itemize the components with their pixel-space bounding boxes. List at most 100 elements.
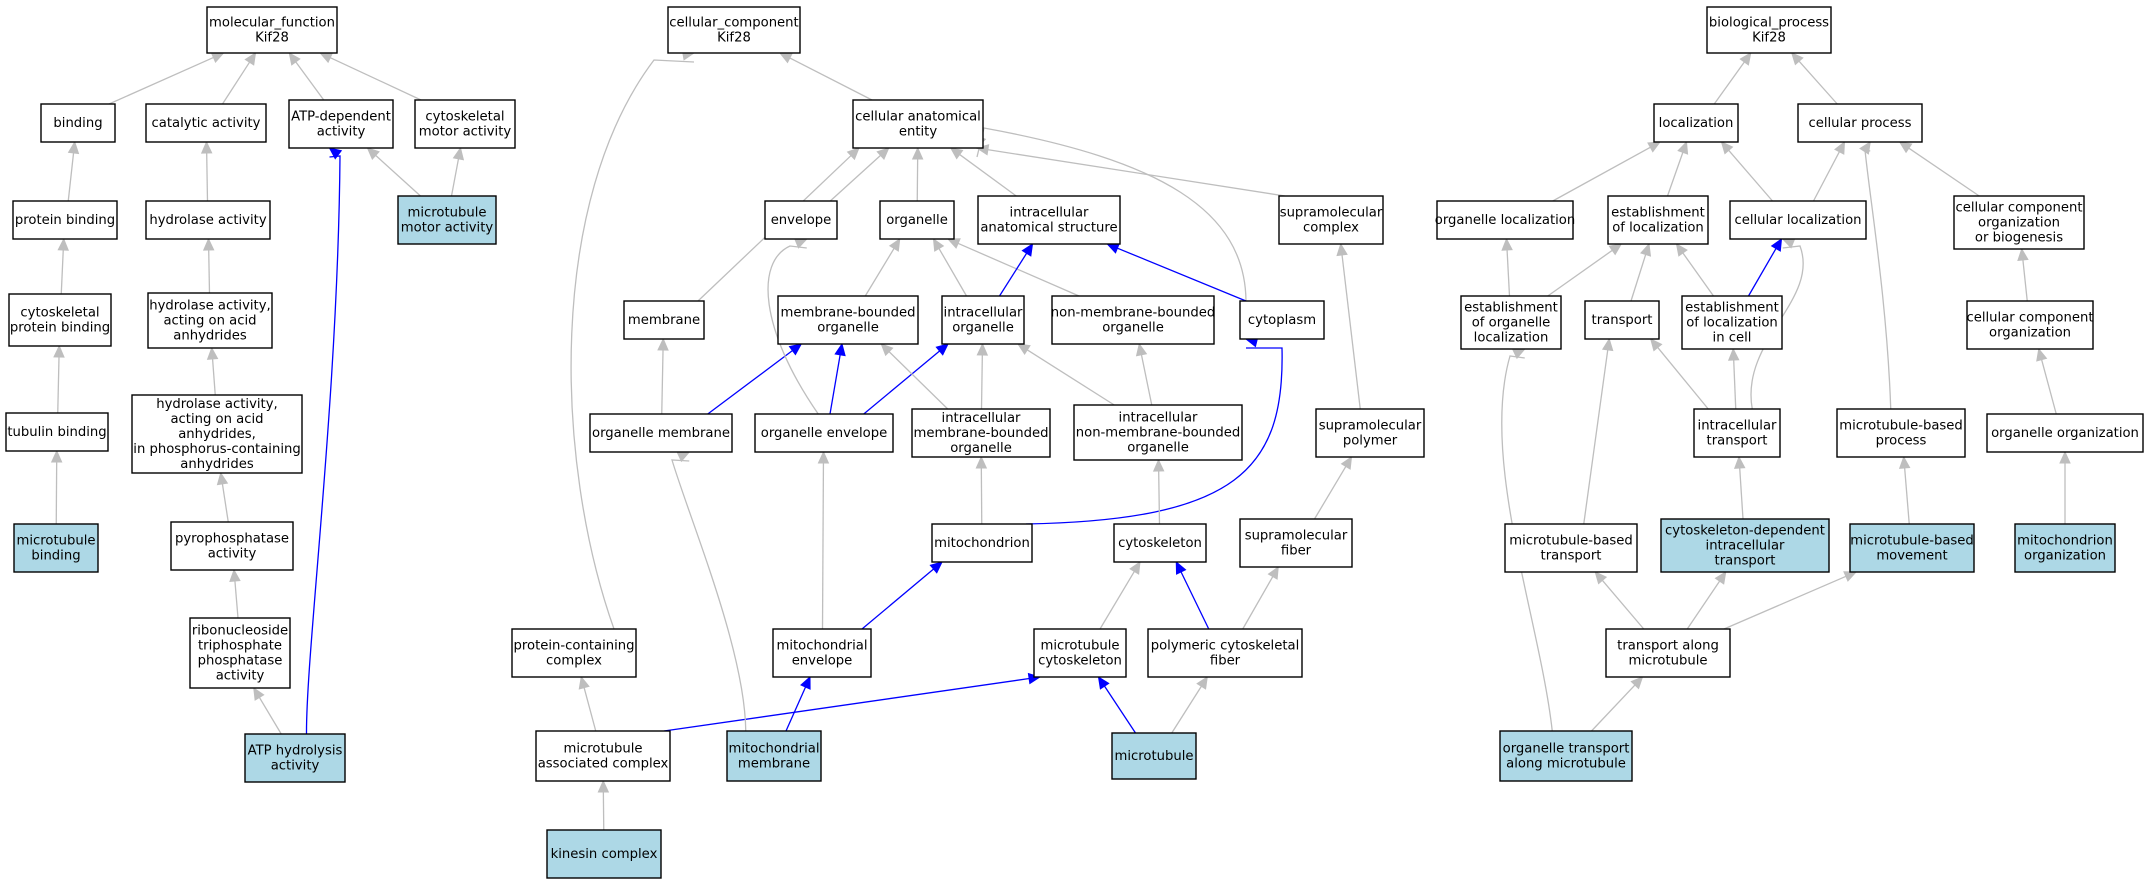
edge-est_loc_cell-to-cell_loc [1749, 239, 1782, 296]
edge-intra_org-to-organelle [934, 239, 967, 296]
go-term-node-org-org[interactable]: organelle organization [1987, 414, 2143, 452]
go-term-node-cytoplasm[interactable]: cytoplasm [1240, 301, 1324, 339]
go-term-node-envelope[interactable]: envelope [765, 201, 837, 239]
go-term-node-hydro-acid[interactable]: hydrolase activity,acting on acidanhydri… [148, 293, 272, 348]
edge-imbo-to-mbo [881, 344, 948, 409]
go-term-node-organelle[interactable]: organelle [880, 201, 954, 239]
go-term-node-rntp[interactable]: ribonucleosidetriphosphatephosphataseact… [190, 618, 290, 688]
edge-cdit-to-intra_transport [1735, 457, 1745, 519]
go-term-node-org-loc[interactable]: organelle localization [1435, 201, 1575, 239]
node-label-line: mitochondrial [777, 639, 868, 654]
go-term-node-cdit[interactable]: cytoskeleton-dependentintracellulartrans… [1661, 519, 1829, 572]
edge-line [258, 696, 281, 734]
go-term-node-hydrolase[interactable]: hydrolase activity [146, 201, 270, 239]
go-term-node-mito[interactable]: mitochondrion [932, 524, 1032, 562]
edge-nmbo-to-organelle [948, 239, 1079, 296]
edge-mt_cyto-to-cytoskeleton [1100, 562, 1140, 629]
arrowhead-icon [1197, 677, 1207, 689]
edge-est_org_loc-to-est_loc [1548, 244, 1622, 296]
edge-line [1724, 576, 1848, 629]
node-label-line: fiber [1281, 544, 1312, 559]
node-label-line: process [1876, 434, 1927, 449]
go-term-node-inmbo[interactable]: intracellularnon-membrane-boundedorganel… [1074, 405, 1242, 460]
node-label-line: membrane-bounded [781, 306, 916, 321]
go-term-node-catalytic[interactable]: catalytic activity [146, 104, 266, 142]
go-term-node-cytoskeleton[interactable]: cytoskeleton [1114, 524, 1206, 562]
edge-line [68, 151, 74, 201]
go-term-node-org-membrane[interactable]: organelle membrane [590, 414, 732, 452]
edge-catalytic-to-mf_root [223, 53, 256, 104]
go-term-node-hydro-phos[interactable]: hydrolase activity,acting on acidanhydri… [132, 395, 302, 473]
node-label-line: polymeric cytoskeletal [1151, 639, 1300, 654]
node-label-line: anatomical structure [980, 221, 1117, 236]
edge-line [1687, 579, 1720, 629]
go-term-node-cell-proc[interactable]: cellular process [1798, 104, 1922, 142]
arrowhead-icon [245, 53, 255, 65]
edge-line [1592, 684, 1637, 731]
go-term-node-membrane[interactable]: membrane [624, 301, 704, 339]
edge-mt_motor-to-cyto_motor [452, 148, 464, 196]
edge-localization-to-bp_root [1714, 53, 1751, 104]
go-term-node-microtubule[interactable]: microtubule [1112, 733, 1196, 779]
go-term-node-transport[interactable]: transport [1585, 301, 1659, 339]
go-term-node-tubulin[interactable]: tubulin binding [6, 413, 108, 451]
arrowhead-icon [1130, 562, 1140, 574]
arrowhead-icon [789, 344, 801, 355]
node-label-line: binding [31, 549, 80, 564]
go-term-node-binding[interactable]: binding [41, 104, 115, 142]
go-term-node-protein-binding[interactable]: protein binding [13, 201, 117, 239]
node-label-line: hydrolase activity [149, 213, 266, 228]
go-term-node-localization[interactable]: localization [1654, 104, 1738, 142]
arrowhead-icon [1107, 244, 1119, 253]
go-term-node-kinesin[interactable]: kinesin complex [547, 830, 661, 878]
edge-mt_binding-to-tubulin [52, 451, 62, 524]
go-term-node-org-env[interactable]: organelle envelope [755, 414, 893, 452]
edge-cell_loc-to-localization [1722, 142, 1773, 201]
edge-tubulin-to-cyto_prot_binding [54, 346, 64, 413]
edge-line [223, 61, 251, 104]
edge-line [1100, 570, 1135, 629]
edge-hydro_phos-to-hydro_acid [208, 348, 218, 395]
edge-line [571, 60, 694, 629]
arrowhead-icon [1900, 142, 1912, 152]
node-label-line: kinesin complex [551, 847, 658, 862]
go-term-node-cell-loc[interactable]: cellular localization [1730, 201, 1866, 239]
